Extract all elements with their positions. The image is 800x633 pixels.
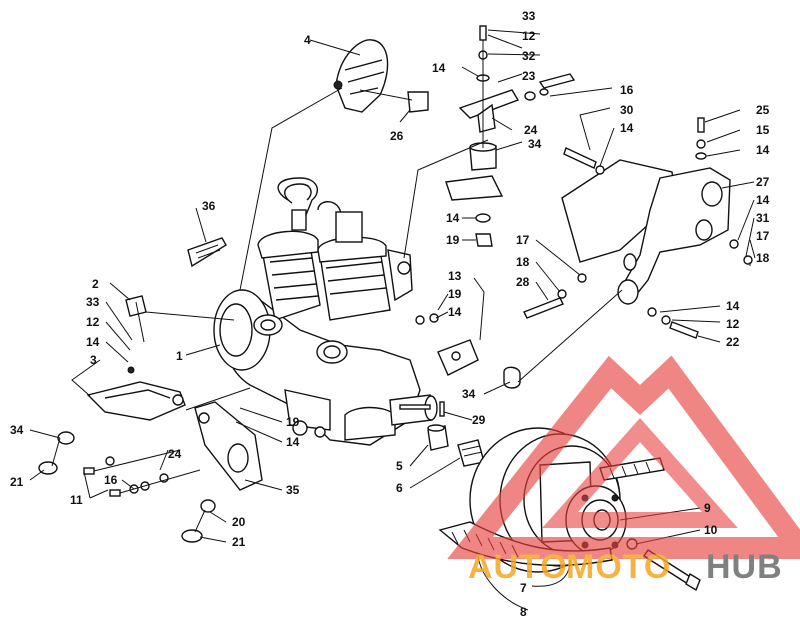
part-21-mount-left <box>38 431 75 475</box>
part-3-bracket <box>86 381 186 421</box>
watermark-text-moto: MOTO <box>566 548 671 586</box>
callout-labels: 33 12 4 32 14 23 16 30 24 26 25 15 14 14… <box>10 9 770 619</box>
callout-16: 16 <box>620 83 634 97</box>
callout-22: 22 <box>726 335 740 349</box>
callout-31: 31 <box>756 211 770 225</box>
callout-14: 14 <box>726 299 740 313</box>
callout-14: 14 <box>446 211 460 225</box>
callout-25: 25 <box>756 103 770 117</box>
callout-1: 1 <box>176 349 183 363</box>
callout-14: 14 <box>448 305 462 319</box>
callout-4: 4 <box>304 33 311 47</box>
callout-26: 26 <box>390 129 404 143</box>
callout-21: 21 <box>10 475 24 489</box>
watermark-text-hub: HUB <box>706 548 783 586</box>
callout-14: 14 <box>286 435 300 449</box>
callout-13: 13 <box>448 269 462 283</box>
callout-24: 24 <box>524 123 538 137</box>
callout-29: 29 <box>472 413 486 427</box>
part-5-6-spacers <box>427 424 485 467</box>
callout-33: 33 <box>86 295 100 309</box>
part-4-bracket <box>333 39 429 113</box>
callout-14: 14 <box>86 335 100 349</box>
callout-14: 14 <box>756 193 770 207</box>
callout-11: 11 <box>70 493 83 507</box>
left-hardware <box>83 301 201 497</box>
callout-19: 19 <box>286 415 300 429</box>
callout-12: 12 <box>86 315 100 329</box>
callout-16: 16 <box>104 473 118 487</box>
callout-23: 23 <box>522 69 536 83</box>
callout-12: 12 <box>726 317 740 331</box>
callout-24: 24 <box>168 447 182 461</box>
callout-6: 6 <box>396 481 403 495</box>
part-35-bracket <box>194 401 263 491</box>
callout-35: 35 <box>286 483 300 497</box>
callout-27: 27 <box>756 175 770 189</box>
callout-18: 18 <box>516 255 530 269</box>
callout-33: 33 <box>522 9 536 23</box>
callout-18: 18 <box>756 251 770 265</box>
callout-9: 9 <box>704 501 711 515</box>
callout-14: 14 <box>432 61 446 75</box>
callout-32: 32 <box>522 49 536 63</box>
callout-34: 34 <box>10 423 24 437</box>
callout-19: 19 <box>448 287 462 301</box>
callout-30: 30 <box>620 103 634 117</box>
callout-34: 34 <box>462 387 476 401</box>
callout-5: 5 <box>396 459 403 473</box>
callout-2: 2 <box>92 277 99 291</box>
callout-20: 20 <box>232 515 246 529</box>
callout-14: 14 <box>620 121 634 135</box>
top-mount-assembly <box>445 25 576 247</box>
callout-10: 10 <box>704 523 718 537</box>
callout-19: 19 <box>446 233 460 247</box>
callout-28: 28 <box>516 275 530 289</box>
watermark-text-auto: AUTO <box>468 548 568 586</box>
engine-assembly <box>213 177 438 446</box>
callout-17: 17 <box>516 233 530 247</box>
callout-15: 15 <box>756 123 770 137</box>
right-mount-assembly <box>523 117 753 339</box>
callout-34: 34 <box>528 137 542 151</box>
callout-36: 36 <box>202 199 216 213</box>
callout-7: 7 <box>520 581 527 595</box>
part-21-mount-lower <box>181 499 216 543</box>
callout-12: 12 <box>522 29 536 43</box>
part-36-decal <box>187 237 227 268</box>
callout-14: 14 <box>756 143 770 157</box>
automotohub-watermark: AUTO MOTO HUB <box>447 355 800 586</box>
callout-17: 17 <box>756 229 770 243</box>
callout-3: 3 <box>90 353 97 367</box>
callout-21: 21 <box>232 535 246 549</box>
callout-8: 8 <box>520 605 527 619</box>
